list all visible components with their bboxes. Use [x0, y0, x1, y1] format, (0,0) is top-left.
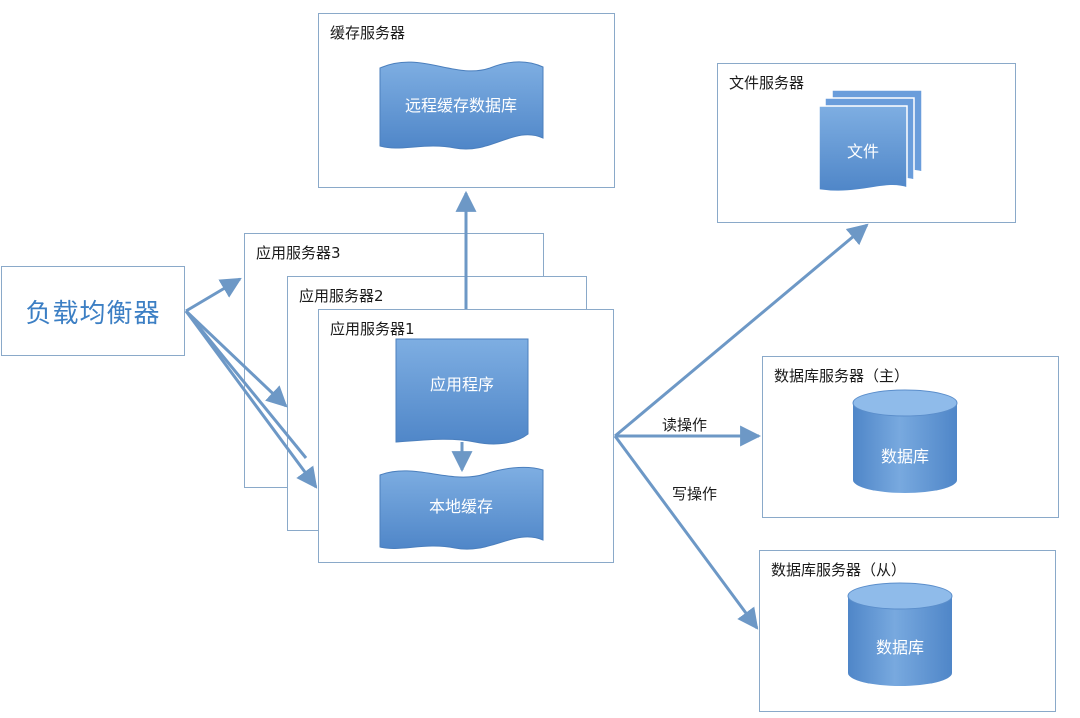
db-slave-title: 数据库服务器（从） [771, 561, 907, 579]
lb-connectors [184, 277, 318, 489]
arrow-app-to-db-slave [613, 435, 759, 630]
local-cache-label: 本地缓存 [429, 497, 493, 516]
arrow-lb-to-app1b [184, 310, 308, 459]
arrow-lb-to-app1a [184, 310, 318, 489]
arrow-lb-to-app2 [184, 309, 288, 408]
app-server-2-title: 应用服务器2 [299, 287, 384, 305]
app-server-1-title: 应用服务器1 [330, 320, 415, 338]
application-program-label: 应用程序 [430, 375, 494, 394]
cache-server-title: 缓存服务器 [330, 24, 406, 42]
load-balancer-box: 负载均衡器 [1, 266, 185, 356]
file-stack-icon: 文件 [818, 89, 923, 193]
read-operation-label: 读操作 [662, 416, 707, 434]
arrow-lb-to-app3 [185, 277, 242, 313]
db-master-label: 数据库 [881, 447, 929, 466]
load-balancer-label: 负载均衡器 [25, 298, 161, 329]
db-slave-label: 数据库 [876, 638, 924, 657]
remote-cache-db-icon: 远程缓存数据库 [379, 61, 544, 150]
arrow-app-to-file [614, 223, 869, 438]
db-master-cylinder-icon: 数据库 [852, 389, 958, 493]
file-server-title: 文件服务器 [729, 74, 805, 92]
app-server-3-title: 应用服务器3 [256, 244, 341, 262]
right-connectors [613, 223, 869, 630]
file-label: 文件 [847, 142, 879, 161]
write-operation-label: 写操作 [672, 485, 717, 503]
local-cache-icon: 本地缓存 [379, 466, 544, 550]
application-program-icon: 应用程序 [395, 338, 529, 445]
db-master-title: 数据库服务器（主） [774, 367, 910, 385]
remote-cache-db-label: 远程缓存数据库 [405, 96, 517, 115]
db-slave-cylinder-icon: 数据库 [847, 582, 953, 686]
